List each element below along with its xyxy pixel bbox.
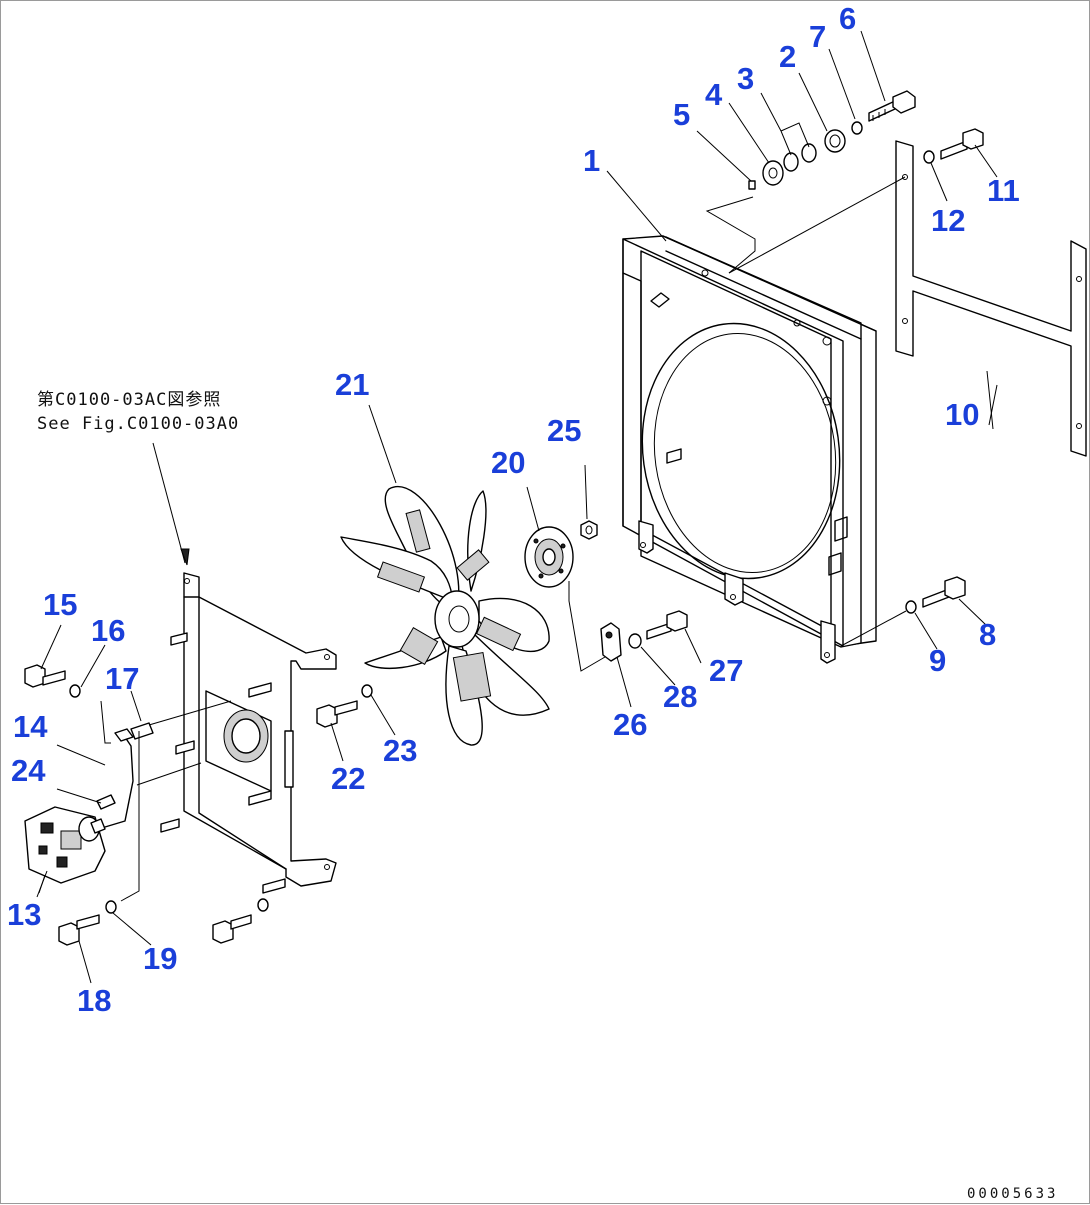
fan-spacer [524,526,574,588]
callout-24[interactable]: 24 [11,753,46,788]
bolt-11-washer-12 [923,128,984,164]
callout-6[interactable]: 6 [839,1,856,36]
leader-lines [36,30,998,984]
reference-note-ja: 第C0100-03AC図参照 [37,390,221,410]
reference-note: 第C0100-03AC図参照 See Fig.C0100-03A0 [37,390,239,434]
stay-bracket [728,140,1087,457]
callout-1[interactable]: 1 [583,143,600,178]
fan-shroud [622,235,877,664]
clip-26 [600,622,622,662]
cooling-fan [340,486,550,746]
callout-16[interactable]: 16 [91,613,125,648]
callout-28[interactable]: 28 [663,679,697,714]
callout-21[interactable]: 21 [335,367,369,402]
lower-bolt-washer [212,898,269,944]
callout-11[interactable]: 11 [987,173,1020,208]
callout-22[interactable]: 22 [331,761,365,796]
wiring-harness [100,700,232,902]
callout-19[interactable]: 19 [143,941,177,976]
bolt-18-washer-19 [58,900,117,946]
bolt-27-washer-28 [628,610,688,649]
callout-9[interactable]: 9 [929,643,946,678]
callout-3[interactable]: 3 [737,61,754,96]
fan-motor [24,794,116,894]
callout-18[interactable]: 18 [77,983,111,1018]
bolt-22-washer-23 [316,684,373,728]
callout-25[interactable]: 25 [547,413,581,448]
callout-15[interactable]: 15 [43,587,77,622]
callout-13[interactable]: 13 [7,897,41,932]
callout-4[interactable]: 4 [705,77,723,112]
reference-note-en: See Fig.C0100-03A0 [37,414,239,434]
drawing-number: 00005633 [967,1186,1058,1202]
bolt-8-washer-9 [840,576,966,647]
callout-2[interactable]: 2 [779,39,796,74]
callout-labels: 1 2 3 4 5 6 7 8 9 10 11 12 13 14 15 16 1… [7,1,1020,1018]
bolt-15-washer-16 [24,664,81,698]
callout-8[interactable]: 8 [979,617,996,652]
mounting-plate [152,442,337,894]
callout-14[interactable]: 14 [13,709,48,744]
nut-25 [568,520,606,672]
callout-27[interactable]: 27 [709,653,743,688]
callout-10[interactable]: 10 [945,397,979,432]
callout-17[interactable]: 17 [105,661,139,696]
callout-20[interactable]: 20 [491,445,525,480]
callout-5[interactable]: 5 [673,97,690,132]
callout-12[interactable]: 12 [931,203,965,238]
callout-7[interactable]: 7 [809,19,826,54]
callout-23[interactable]: 23 [383,733,417,768]
callout-26[interactable]: 26 [613,707,647,742]
top-hardware-stack [705,90,916,274]
